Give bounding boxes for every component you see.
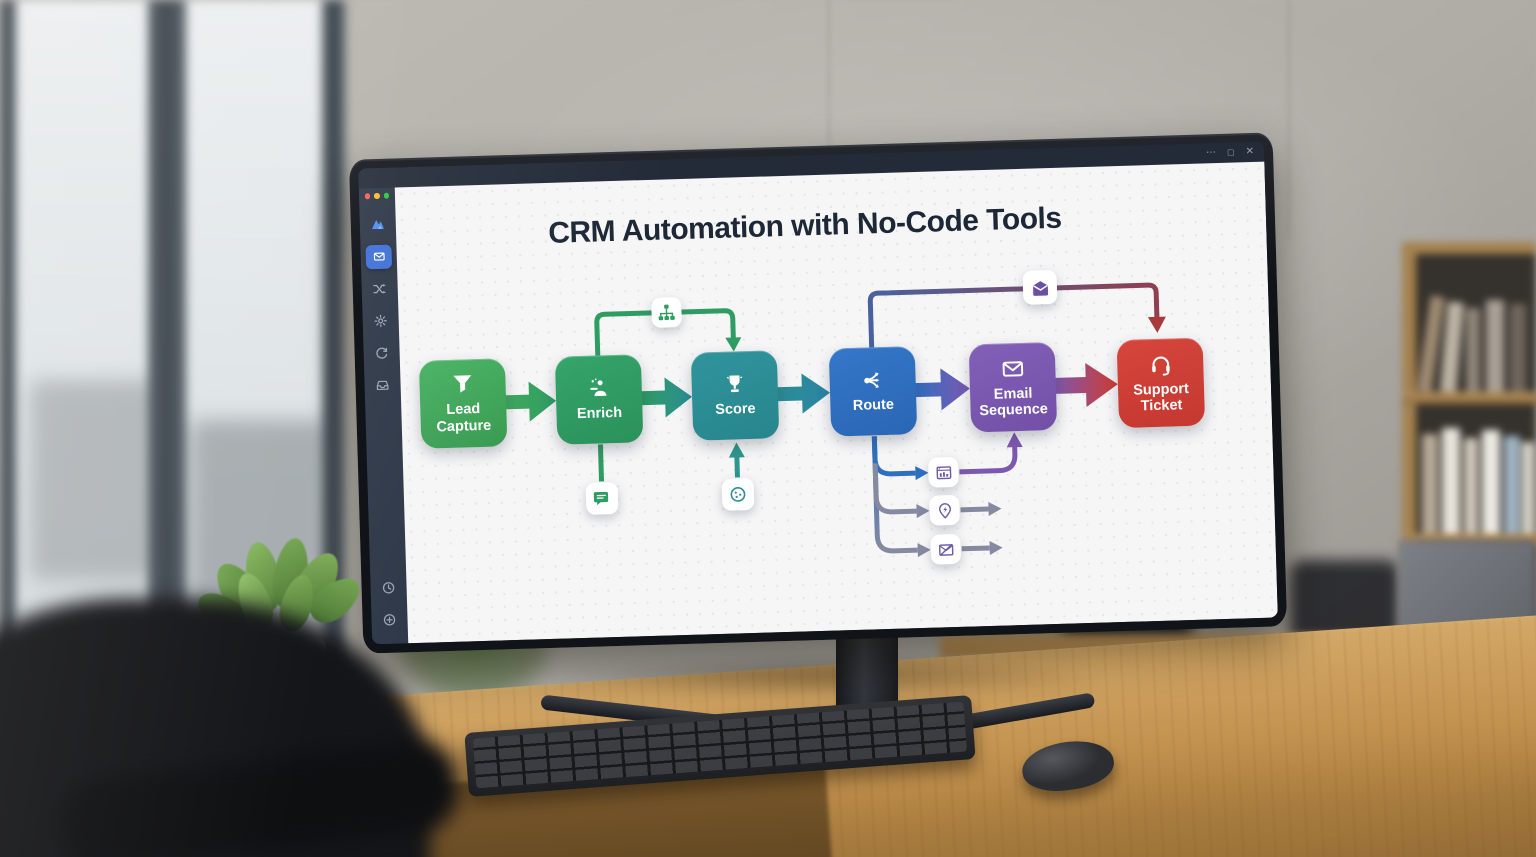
chat-icon [593, 491, 609, 506]
sync-icon [376, 347, 388, 359]
sidebar-item-sync[interactable] [368, 340, 395, 365]
badge-envelope-open[interactable] [1022, 269, 1058, 305]
node-label: Route [852, 397, 895, 415]
sidebar-item-settings[interactable] [367, 308, 394, 333]
gauge-icon [730, 487, 746, 502]
envelope-icon [1002, 361, 1023, 377]
history-icon [382, 582, 395, 594]
inbox-icon [376, 380, 389, 390]
flow-node-score[interactable]: Score [690, 350, 780, 441]
mail-icon [373, 252, 385, 261]
sitemap-icon [658, 304, 675, 321]
node-label: Support Ticket [1133, 380, 1190, 415]
flow-node-email-sequence[interactable]: Email Sequence [968, 341, 1058, 433]
window-controls: ⋯ ▢ ✕ [1206, 144, 1254, 161]
wall-seam [1288, 0, 1290, 240]
close-traffic-light[interactable] [364, 193, 371, 199]
trophy-icon [726, 375, 743, 393]
badge-envelope-slash[interactable] [930, 533, 962, 565]
close-icon[interactable]: ✕ [1245, 145, 1255, 158]
browser-chart-icon [935, 465, 951, 479]
node-label: Score [715, 401, 756, 419]
badge-chat[interactable] [585, 481, 619, 515]
flow-canvas: CRM Automation with No-Code Tools [394, 161, 1278, 644]
sidebar-item-inbox[interactable] [369, 372, 396, 397]
node-label: Email Sequence [979, 385, 1049, 420]
badge-sitemap[interactable] [651, 297, 682, 328]
gear-icon [374, 314, 387, 327]
more-icon[interactable]: ⋯ [1205, 147, 1217, 159]
sidebar-spacer [383, 400, 388, 571]
screen: ⋯ ▢ ✕ [358, 141, 1278, 645]
sidebar-item-add[interactable] [376, 607, 403, 632]
zoom-traffic-light[interactable] [383, 192, 390, 199]
app-body: CRM Automation with No-Code Tools [358, 161, 1278, 645]
shuffle-icon [373, 283, 386, 294]
bookshelf-shelf [1416, 254, 1536, 392]
traffic-lights [364, 192, 390, 199]
flow-node-route[interactable]: Route [828, 346, 918, 437]
person-sparkle-icon [590, 378, 607, 397]
node-label: Lead Capture [436, 401, 492, 435]
monitor: ⋯ ▢ ✕ [348, 132, 1288, 654]
sidebar-item-mail[interactable] [365, 244, 393, 269]
bookshelf-board [1402, 392, 1536, 404]
flow-node-enrich[interactable]: Enrich [554, 354, 644, 445]
app-logo-icon [364, 212, 391, 237]
maximize-icon[interactable]: ▢ [1226, 147, 1235, 157]
badge-browser-chart[interactable] [927, 456, 959, 488]
add-circle-icon [383, 614, 396, 626]
sidebar-item-history[interactable] [375, 575, 402, 600]
envelope-slash-icon [938, 543, 953, 556]
node-label: Enrich [576, 405, 623, 423]
headset-icon [1151, 356, 1170, 376]
bookshelf-shelf [1416, 404, 1536, 534]
flow-node-lead-capture[interactable]: Lead Capture [418, 358, 508, 449]
pin-bolt-icon [938, 502, 951, 519]
badge-gauge[interactable] [721, 477, 755, 511]
app-sidebar [358, 187, 409, 645]
badge-pin-bolt[interactable] [929, 494, 960, 526]
envelope-open-icon [1032, 280, 1048, 296]
sidebar-item-workflows[interactable] [366, 276, 393, 301]
building-silhouette [30, 380, 160, 580]
minimize-traffic-light[interactable] [374, 192, 380, 199]
funnel-icon [453, 375, 472, 393]
share-icon [864, 372, 880, 389]
wall-seam [828, 0, 830, 240]
flow-node-support-ticket[interactable]: Support Ticket [1116, 337, 1206, 429]
